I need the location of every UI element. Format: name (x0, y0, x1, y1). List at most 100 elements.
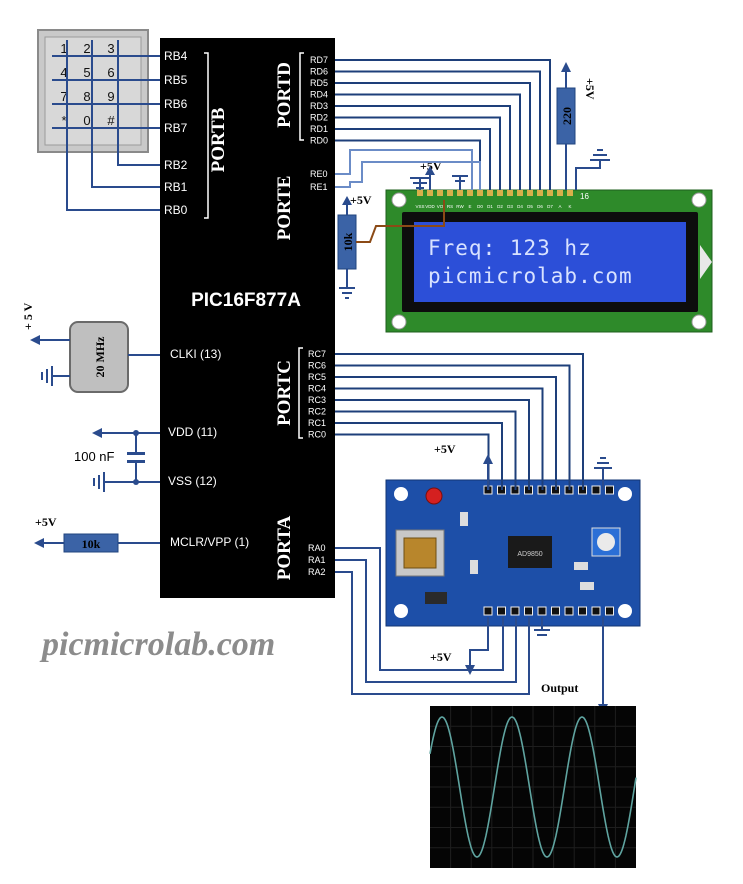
lcd-header-pin (517, 190, 523, 196)
keypad-column-wires (66, 40, 160, 211)
porte-label: PORTE (274, 176, 295, 241)
portd-wire (335, 82, 531, 190)
lcd-pin-label: VSS (415, 204, 424, 209)
dds-header-pin (483, 606, 493, 616)
lcd-pin-label: D7 (547, 204, 553, 209)
lcd-pin-label: K (568, 204, 571, 209)
porta-pin-label: RA1 (308, 555, 326, 565)
mclr-pin: MCLR/VPP (1) (170, 535, 249, 549)
lcd-header-pin (527, 190, 533, 196)
portc-wire (335, 399, 530, 490)
lcd-pin-label: D6 (537, 204, 543, 209)
crystal-oscillator: 20 MHz (69, 321, 129, 393)
sine-waveform (429, 716, 637, 858)
portb-pin-label: RB0 (164, 203, 188, 217)
keypad-key: # (107, 113, 115, 128)
lcd-pin-label: VO (437, 204, 444, 209)
lcd-line-1: Freq: 123 hz (428, 236, 592, 260)
oscilloscope-display (429, 706, 637, 868)
backlight-resistor-label: 220 (560, 107, 574, 125)
ground-icon (594, 457, 612, 469)
contrast-wiper-wire (356, 200, 445, 243)
keypad-key: 8 (83, 89, 90, 104)
arrow-icon (483, 454, 493, 464)
lcd-header-pin (427, 190, 433, 196)
dds-top-supply-label: +5V (434, 442, 456, 456)
ground-icon (452, 175, 468, 182)
ra2-wire (335, 571, 530, 695)
portc-bracket (298, 347, 303, 439)
lcd-pin-label: E (468, 204, 471, 209)
dds-module: AD9850 (385, 479, 641, 627)
portd-wire (335, 128, 491, 190)
re0-wire (335, 149, 473, 190)
portd-pin-label: RD7 (310, 55, 328, 65)
portd-wire (335, 59, 551, 190)
portc-pin-label: RC3 (308, 395, 326, 405)
portd-pin-label: RD2 (310, 113, 328, 123)
lcd-header-pin (547, 190, 553, 196)
mclr-resistor-label: 10k (82, 537, 101, 551)
portc-wires (335, 353, 584, 490)
dds-header-pin (591, 485, 601, 495)
arrow-icon (561, 62, 571, 72)
keypad-key: 2 (83, 41, 90, 56)
lcd-header-pin (487, 190, 493, 196)
portc-wire (335, 364, 571, 490)
keypad-row-wires (52, 55, 160, 129)
ground-icon (41, 366, 53, 386)
dds-header-pin (605, 485, 614, 495)
backlight-resistor: 220 (556, 87, 576, 145)
arrow-icon (465, 665, 475, 675)
backlight-k-wire (575, 160, 601, 190)
lcd-header-pin (417, 190, 423, 196)
contrast-supply-label: +5V (350, 193, 372, 207)
lcd-header-pin (477, 190, 483, 196)
arrow-icon (425, 166, 435, 175)
portd-pin-label: RD6 (310, 67, 328, 77)
portc-wire (335, 410, 517, 490)
mcu-name: PIC16F877A (191, 290, 301, 311)
lcd-pin-label: RS (447, 204, 453, 209)
portc-wire (335, 422, 503, 490)
lcd-pin-label: D5 (527, 204, 533, 209)
portd-wire (335, 116, 501, 190)
ground-icon (590, 149, 610, 161)
clki-pin: CLKI (13) (170, 347, 221, 361)
output-label: Output (541, 681, 578, 695)
porta-label: PORTA (274, 516, 295, 581)
ground-icon (93, 472, 105, 492)
crystal-label: 20 MHz (93, 336, 107, 378)
arrow-icon (342, 196, 352, 205)
lcd-pin-label: D1 (487, 204, 493, 209)
portd-bracket (299, 52, 304, 141)
portc-label: PORTC (274, 360, 295, 426)
capacitor-plate-top (127, 452, 145, 455)
dds-bottom-vcc-wire (469, 617, 489, 668)
keypad-key: 9 (107, 89, 114, 104)
dds-header-pin (510, 606, 520, 616)
portb-pin-label: RB1 (164, 180, 188, 194)
contrast-resistor-label: 10k (341, 232, 355, 251)
portb-pin-label: RB4 (164, 49, 188, 63)
vss-pin: VSS (12) (168, 474, 217, 488)
re1-wire (335, 161, 481, 190)
lcd-header-pin (467, 190, 473, 196)
dds-header-pin (524, 606, 533, 616)
lcd-pin-label: D0 (477, 204, 483, 209)
portc-wire (335, 387, 544, 490)
ra1-wire (335, 559, 517, 683)
lcd-header-pin (567, 190, 573, 196)
portc-pin-label: RC5 (308, 372, 326, 382)
lcd-header-pin (437, 190, 443, 196)
dds-header-pin (497, 606, 506, 616)
portb-bracket (204, 52, 209, 219)
lcd-header-pin (457, 190, 463, 196)
lcd-header-pin (507, 190, 513, 196)
lcd-pin-label: VDD (425, 204, 435, 209)
portd-pin-label: RD3 (310, 101, 328, 111)
